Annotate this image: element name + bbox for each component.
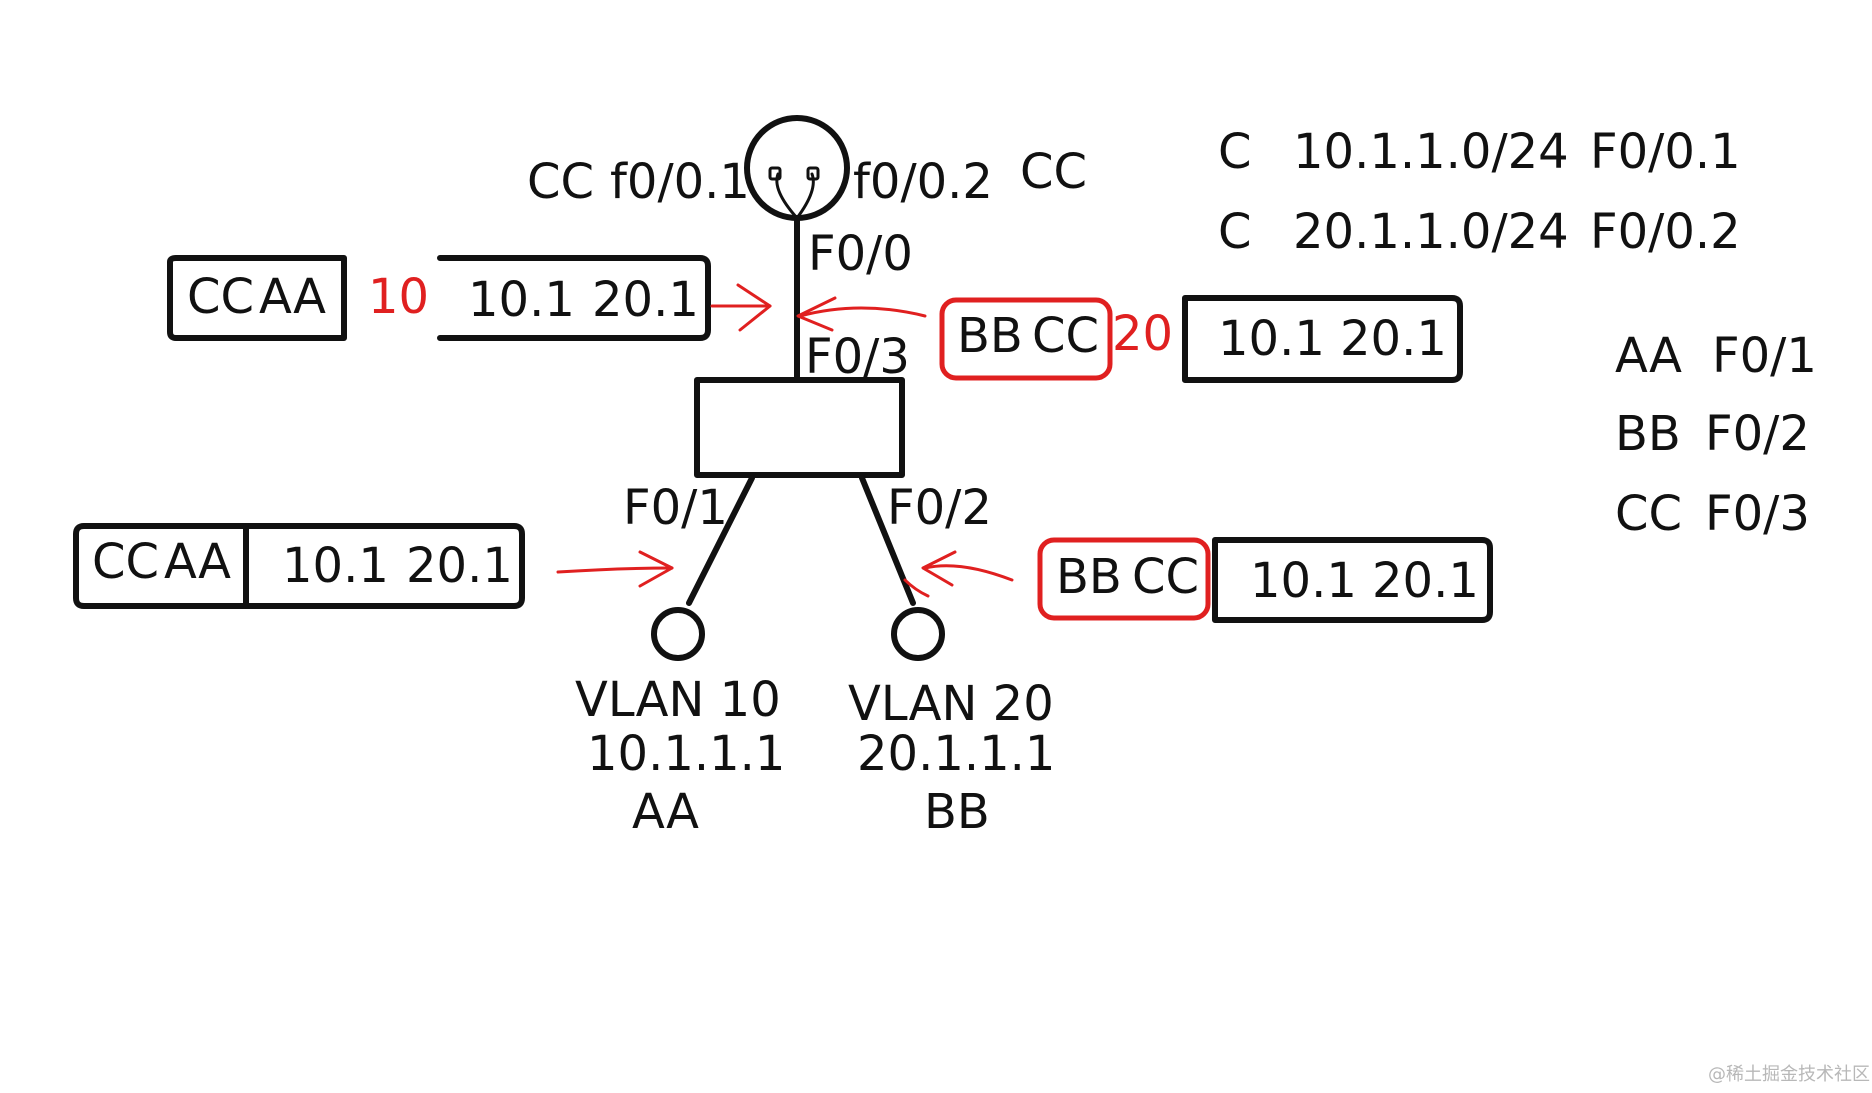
frame-payload-box xyxy=(1212,537,1493,623)
frame-access-bb: BB CC 10.1 20.1 xyxy=(903,537,1493,623)
mac-port: F0/2 xyxy=(1705,406,1810,462)
host-bb-ip: 20.1.1.1 xyxy=(857,726,1055,782)
router-subif-2: f0/0.2 xyxy=(853,154,993,210)
route-network: 10.1.1.0/24 xyxy=(1293,124,1569,180)
host-aa: VLAN 10 10.1.1.1 AA xyxy=(575,607,785,840)
frame-src-mac: AA xyxy=(259,269,326,325)
frame-box xyxy=(73,523,525,609)
frame-src-mac: CC xyxy=(1132,549,1199,605)
frame-src-ip: 10.1 xyxy=(282,538,389,594)
router-name-label: CC xyxy=(1020,144,1087,200)
switch-port-f01: F0/1 xyxy=(623,480,728,536)
frame-src-ip: 10.1 xyxy=(1218,311,1325,367)
frame-src-mac: CC xyxy=(1032,308,1099,364)
host-bb-vlan: VLAN 20 xyxy=(848,676,1054,732)
router-label: CC xyxy=(527,154,594,210)
frame-dst-ip: 20.1 xyxy=(1372,553,1479,609)
host-aa-ip: 10.1.1.1 xyxy=(587,726,785,782)
router-subinterface-glyphs xyxy=(768,166,820,220)
route-row: C 10.1.1.0/24 F0/0.1 xyxy=(1218,124,1741,180)
host-aa-icon xyxy=(651,607,705,661)
router-subif-1: f0/0.1 xyxy=(610,154,750,210)
route-code: C xyxy=(1218,204,1252,260)
trunk-link: F0/0 F0/3 xyxy=(794,215,913,385)
mac-row: BB F0/2 xyxy=(1615,406,1810,462)
mac-port: F0/3 xyxy=(1705,486,1810,542)
frame-src-ip: 10.1 xyxy=(468,272,575,328)
frame-dst-ip: 20.1 xyxy=(1340,311,1447,367)
switch-box xyxy=(694,377,905,478)
frame-trunk-aa: CC AA 10 10.1 20.1 xyxy=(167,255,772,341)
frame-dst-ip: 20.1 xyxy=(406,538,513,594)
frame-vlan-tag: 20 xyxy=(1112,306,1173,362)
host-aa-vlan: VLAN 10 xyxy=(575,672,781,728)
frame-header-box xyxy=(167,255,347,341)
host-bb: VLAN 20 20.1.1.1 BB xyxy=(848,607,1055,840)
frame-dst-mac: BB xyxy=(957,308,1023,364)
router-circle xyxy=(744,115,850,221)
mac-row: CC F0/3 xyxy=(1615,486,1810,542)
route-iface: F0/0.2 xyxy=(1590,204,1741,260)
frame-trunk-bb: BB CC 20 10.1 20.1 xyxy=(796,295,1463,383)
arrow-left-icon xyxy=(796,296,927,332)
frame-access-aa: CC AA 10.1 20.1 xyxy=(73,523,674,609)
mac-table: AA F0/1 BB F0/2 CC F0/3 xyxy=(1615,328,1817,542)
route-iface: F0/0.1 xyxy=(1590,124,1741,180)
frame-src-mac: AA xyxy=(164,534,231,590)
host-bb-name: BB xyxy=(924,784,990,840)
frame-dst-ip: 20.1 xyxy=(592,272,699,328)
router-uplink-port: F0/0 xyxy=(808,226,913,282)
router: CC f0/0.1 f0/0.2 CC xyxy=(527,115,1087,221)
arrow-right-icon xyxy=(710,283,772,332)
routing-table: C 10.1.1.0/24 F0/0.1 C 20.1.1.0/24 F0/0.… xyxy=(1218,124,1741,260)
frame-src-ip: 10.1 xyxy=(1250,553,1357,609)
frame-dst-mac: BB xyxy=(1056,549,1122,605)
route-code: C xyxy=(1218,124,1252,180)
frame-payload-box xyxy=(437,255,711,341)
watermark: @稀土掘金技术社区 xyxy=(1708,1064,1870,1085)
route-network: 20.1.1.0/24 xyxy=(1293,204,1569,260)
mac-host: CC xyxy=(1615,486,1682,542)
mac-row: AA F0/1 xyxy=(1615,328,1817,384)
switch-port-f02: F0/2 xyxy=(887,480,992,536)
arrow-right-icon xyxy=(556,550,674,588)
access-link-bb xyxy=(859,475,916,606)
switch: F0/1 F0/2 xyxy=(623,377,992,606)
host-bb-icon xyxy=(891,607,945,661)
frame-vlan-tag: 10 xyxy=(368,269,429,325)
frame-header-box xyxy=(939,297,1113,381)
host-aa-name: AA xyxy=(632,784,699,840)
switch-port-f03: F0/3 xyxy=(805,329,910,385)
frame-dst-mac: CC xyxy=(187,269,254,325)
frame-header-box xyxy=(1037,537,1211,621)
frame-payload-box xyxy=(1182,295,1463,383)
route-row: C 20.1.1.0/24 F0/0.2 xyxy=(1218,204,1741,260)
mac-host: BB xyxy=(1615,406,1681,462)
mac-port: F0/1 xyxy=(1712,328,1817,384)
access-link-aa xyxy=(686,475,755,606)
arrow-left-icon xyxy=(903,550,1014,598)
mac-host: AA xyxy=(1615,328,1682,384)
frame-dst-mac: CC xyxy=(92,534,159,590)
